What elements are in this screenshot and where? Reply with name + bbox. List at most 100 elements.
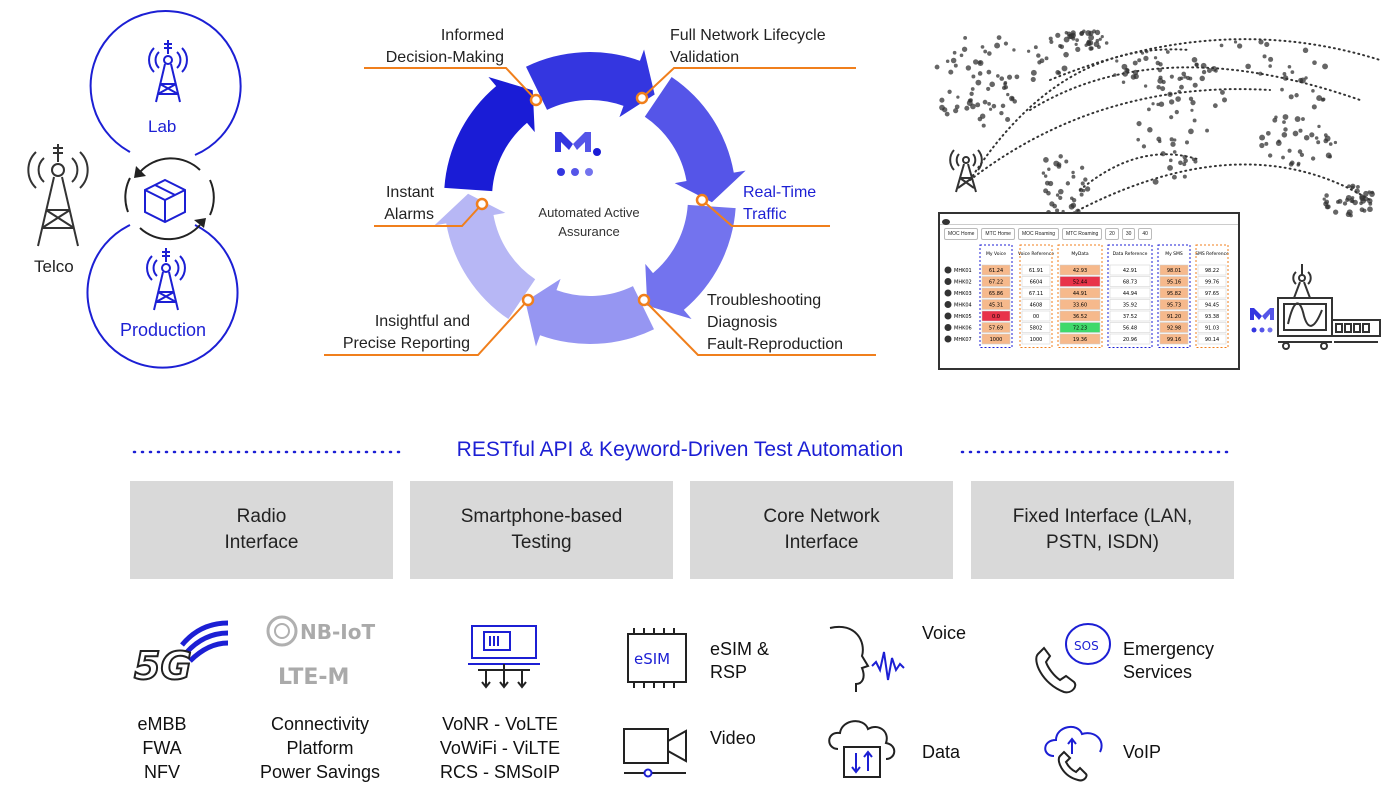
map-dot — [1064, 159, 1069, 164]
telco-tower-icon — [27, 144, 89, 247]
table-cell — [1197, 333, 1227, 345]
production-label: Production — [120, 320, 207, 340]
table-cell-value: 67.22 — [989, 280, 1003, 286]
map-dot — [1169, 74, 1174, 79]
map-dot — [1006, 92, 1010, 97]
map-dot — [1157, 77, 1164, 84]
table-cell — [1197, 276, 1227, 287]
map-dot — [975, 102, 981, 108]
table-cell-value: 99.76 — [1205, 280, 1219, 286]
map-dot — [1264, 141, 1269, 146]
map-dot — [1322, 197, 1326, 201]
map-dot — [1363, 190, 1369, 197]
row-status-dot — [944, 312, 952, 320]
map-dot — [945, 59, 950, 64]
table-cell-value: 4608 — [1030, 303, 1043, 309]
voip-label: VoIP — [1123, 742, 1162, 762]
map-dot — [965, 65, 972, 71]
map-dot — [1088, 46, 1094, 51]
map-dot — [1132, 60, 1138, 66]
table-cell-value: 95.82 — [1167, 291, 1181, 297]
map-dot — [1079, 165, 1085, 170]
table-cell — [1159, 299, 1189, 310]
map-dot — [1212, 103, 1218, 109]
map-dot — [1158, 101, 1165, 107]
map-dot — [1095, 38, 1100, 43]
map-dot — [987, 51, 992, 56]
box-core-label: Core Network Interface — [763, 506, 880, 553]
map-tower-icon — [949, 149, 983, 193]
map-dot — [1169, 137, 1174, 142]
map-dot — [1048, 36, 1053, 41]
table-cell — [1109, 299, 1151, 310]
esim-label: eSIM & RSP — [710, 639, 770, 682]
nbiot-ltem-icon: NB-IoT LTE-M — [266, 615, 375, 690]
map-dot — [1158, 62, 1163, 67]
map-dot — [1156, 85, 1161, 90]
table-cell — [1109, 322, 1151, 333]
dashboard-tab[interactable]: 40 — [1138, 228, 1152, 240]
map-dot — [989, 107, 993, 111]
data-cloud-icon — [828, 720, 896, 778]
map-dot — [1075, 38, 1079, 42]
map-dot — [975, 79, 982, 86]
esim-icon: eSIM — [627, 628, 687, 688]
table-cell-value: 44.94 — [1123, 291, 1137, 297]
dashboard-tab[interactable]: MOC Home — [944, 228, 979, 240]
table-cell — [1059, 299, 1101, 310]
map-dot — [1301, 117, 1305, 121]
map-dot — [1071, 197, 1077, 203]
map-dot — [1342, 201, 1348, 206]
map-dot — [1328, 142, 1333, 146]
map-dot — [1124, 67, 1130, 73]
map-dot — [1130, 74, 1137, 80]
dashboard-tab[interactable]: MTC Home — [981, 228, 1015, 240]
dashboard-tab[interactable]: MOC Roaming — [1017, 228, 1060, 240]
map-dot — [989, 81, 995, 88]
map-dot — [986, 86, 991, 91]
map-dot — [1046, 190, 1051, 196]
leader-lines — [324, 67, 876, 356]
table-cell-value: 67.11 — [1029, 291, 1043, 297]
telco-label: Telco — [34, 257, 74, 276]
step-lifecycle-validation: Full Network Lifecycle Validation — [670, 27, 826, 66]
table-cell-value: 61.91 — [1029, 268, 1043, 274]
map-dot — [1070, 30, 1076, 36]
map-dot — [1287, 148, 1292, 153]
map-dot — [1172, 150, 1177, 154]
map-dot — [1333, 140, 1338, 145]
map-dot — [1171, 174, 1177, 180]
5g-text: 5G — [134, 644, 192, 688]
table-cell-value: 1000 — [1030, 337, 1043, 343]
map-dot — [1206, 68, 1212, 73]
map-dot — [1370, 190, 1374, 195]
table-cell-value: 37.52 — [1123, 314, 1137, 320]
lab-tower-icon — [148, 40, 188, 103]
table-cell — [981, 299, 1011, 310]
map-dot — [1310, 156, 1316, 161]
map-dot — [1121, 80, 1126, 84]
map-dot — [959, 53, 964, 58]
map-dot — [999, 76, 1005, 81]
row-label: MHK02 — [954, 280, 972, 286]
map-dot — [1264, 41, 1270, 48]
map-dot — [991, 103, 997, 109]
dashboard-tab[interactable]: 30 — [1121, 228, 1136, 240]
map-dot — [969, 91, 974, 96]
connectivity-usecases: Connectivity Platform Power Savings — [259, 714, 381, 782]
map-dot — [1081, 188, 1086, 193]
dashboard-tab[interactable]: MTC Roaming — [1062, 228, 1103, 240]
map-dot — [1174, 109, 1179, 115]
map-dot — [1192, 82, 1198, 88]
row-label: MHK06 — [954, 326, 972, 332]
map-dot — [1084, 186, 1091, 192]
column-header: Data Reference — [1113, 251, 1148, 257]
map-dot — [1345, 194, 1352, 201]
map-dot — [1057, 70, 1062, 75]
dashboard-tab[interactable]: 20 — [1105, 228, 1119, 240]
map-dot — [1058, 195, 1063, 200]
map-dot — [1282, 72, 1287, 76]
radio-usecases: eMBB FWA NFV — [137, 714, 187, 782]
map-dot — [1359, 207, 1365, 213]
